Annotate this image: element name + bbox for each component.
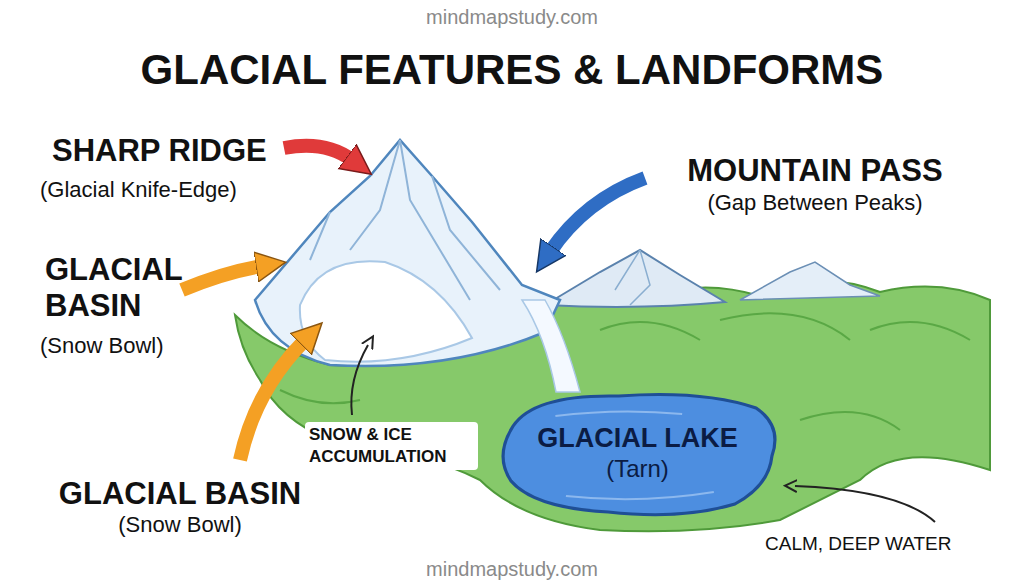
title: GLACIAL FEATURES & LANDFORMS (141, 46, 884, 94)
pointer-arrow (240, 340, 305, 460)
leader-line (795, 486, 935, 522)
far-peak (740, 262, 880, 300)
glacial-lake: GLACIAL LAKE(Tarn) (492, 386, 783, 520)
leader-line (351, 345, 368, 415)
feature-name: GLACIAL BASIN (59, 476, 301, 512)
feature-name: GLACIAL BASIN (45, 252, 220, 323)
glacier-tongue (522, 300, 580, 392)
feature-subtitle: (Glacial Knife-Edge) (40, 177, 237, 202)
watermark: mindmapstudy.com (426, 558, 598, 581)
watermark: mindmapstudy.com (426, 6, 598, 29)
lake-text: GLACIAL LAKE(Tarn) (492, 386, 783, 520)
snow-bowl (300, 261, 472, 362)
note: SNOW & ICE ACCUMULATION (305, 422, 478, 470)
main-peak (255, 140, 560, 366)
feature-name: MOUNTAIN PASS (687, 153, 942, 189)
pointer-arrow (550, 178, 645, 252)
lake-water (503, 395, 775, 515)
feature-subtitle: (Snow Bowl) (118, 512, 241, 537)
pointer-arrow (182, 266, 262, 290)
second-peak-shade (615, 250, 650, 305)
feature-name: SHARP RIDGE (52, 133, 267, 169)
feature-subtitle: (Snow Bowl) (40, 333, 163, 358)
pointer-arrow (284, 146, 352, 160)
feature-subtitle: (Gap Between Peaks) (707, 190, 922, 215)
note: CALM, DEEP WATER (765, 533, 952, 555)
node-subtitle: (Tarn) (606, 455, 669, 484)
second-peak (545, 250, 725, 307)
node-heading: GLACIAL LAKE (537, 422, 738, 454)
